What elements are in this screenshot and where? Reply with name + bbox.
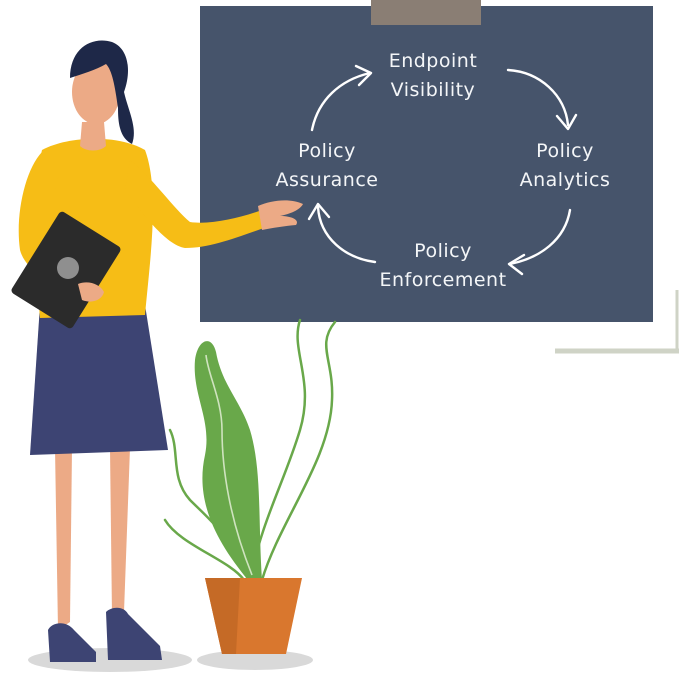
plant-vine: [163, 518, 246, 582]
presenter-hand: [78, 282, 104, 302]
presenter-shoe: [48, 623, 96, 662]
cycle-arrow-icon: [310, 64, 373, 132]
plant-shadow: [197, 650, 313, 670]
stage-policy-enforcement: Policy Enforcement: [370, 237, 516, 295]
cycle-arrow-icon: [506, 68, 578, 131]
stage-endpoint-visibility: Endpoint Visibility: [374, 47, 492, 105]
presenter-skirt: [30, 305, 168, 455]
presenter-face: [72, 60, 120, 124]
presenter-arm: [125, 160, 264, 248]
stage-line: Visibility: [390, 79, 476, 101]
stage-policy-analytics: Policy Analytics: [506, 137, 624, 195]
stage-line: Assurance: [275, 169, 379, 191]
stage-line: Endpoint: [388, 50, 478, 72]
presenter-hand: [258, 200, 303, 230]
board-clip: [371, 0, 481, 25]
stage-line: Enforcement: [379, 269, 507, 291]
plant-leaf: [194, 341, 262, 580]
stage-policy-assurance: Policy Assurance: [266, 137, 388, 195]
plant-vine: [260, 320, 337, 582]
clipboard-icon: [11, 211, 121, 329]
plant-leaf-vein: [205, 354, 253, 576]
cycle-arrow-icon: [307, 202, 377, 264]
stage-line: Policy: [298, 140, 356, 162]
presenter-leg: [55, 448, 72, 630]
presenter-shoe: [106, 607, 162, 660]
plant-vine: [248, 318, 307, 582]
presenter: [11, 40, 303, 662]
stage-line: Analytics: [519, 169, 611, 191]
presenter-neck: [80, 122, 106, 151]
cycle-arrow-icon: [507, 208, 572, 276]
stage-line: Policy: [536, 140, 594, 162]
presenter-leg: [110, 448, 130, 616]
plant-pot-shade: [205, 578, 240, 654]
chalkboard: [200, 6, 653, 322]
presenter-hair: [70, 40, 134, 144]
stage-line: Policy: [414, 240, 472, 262]
